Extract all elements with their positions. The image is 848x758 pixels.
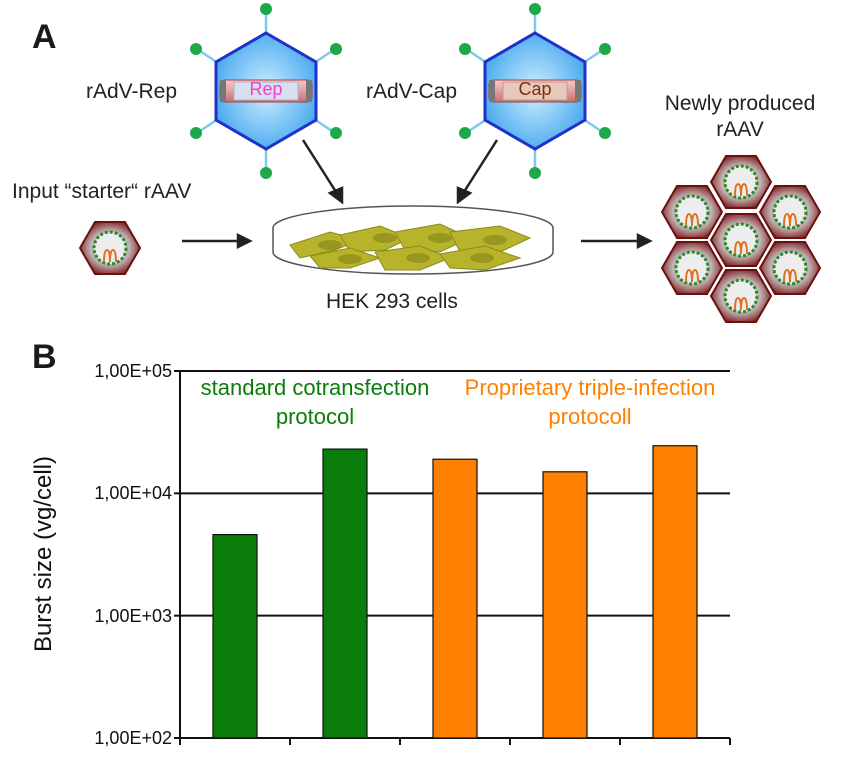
cap-vector-label: rAdV-Cap xyxy=(366,80,458,103)
output-label-line2: rAAV xyxy=(716,118,764,141)
input-starter-label: Input “starter“ rAAV xyxy=(12,180,192,203)
panel-b-letter: B xyxy=(32,338,57,376)
panel-a-diagram xyxy=(78,1,822,324)
cap-gene-label: Cap xyxy=(518,79,552,99)
orange-annotation-line1: Proprietary triple-infection xyxy=(464,375,716,400)
orange-annotation-line2: protocoll xyxy=(548,404,632,429)
bar xyxy=(322,448,368,739)
adenovirus-rep xyxy=(188,1,344,181)
y-tick-label: 1,00E+04 xyxy=(94,483,172,503)
panel-a-letter: A xyxy=(32,18,57,56)
rep-gene-label: Rep xyxy=(249,79,283,99)
y-tick-label: 1,00E+03 xyxy=(94,606,172,626)
rep-vector-label: rAdV-Rep xyxy=(86,80,178,103)
green-annotation-line2: protocol xyxy=(275,404,355,429)
bar xyxy=(212,533,258,739)
adenovirus-cap xyxy=(457,1,613,181)
bar xyxy=(542,471,588,739)
output-label-line1: Newly produced xyxy=(664,92,816,115)
green-annotation-line1: standard cotransfection xyxy=(200,375,430,400)
petri-dish xyxy=(272,205,554,275)
flow-arrows xyxy=(182,139,653,250)
bar xyxy=(652,445,698,739)
bar xyxy=(432,458,478,739)
y-tick-label: 1,00E+02 xyxy=(94,728,172,748)
cells-label: HEK 293 cells xyxy=(326,290,458,313)
y-tick-label: 1,00E+05 xyxy=(94,361,172,381)
